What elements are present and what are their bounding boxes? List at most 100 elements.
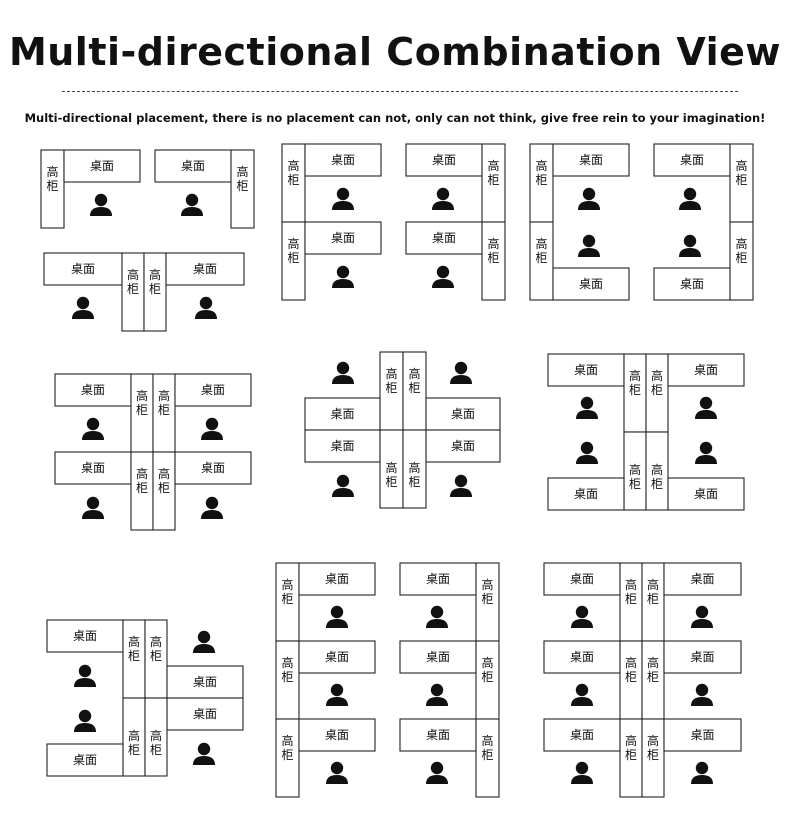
cabinet-label-char: 高 — [735, 236, 747, 251]
person-icon — [571, 605, 593, 628]
desk-surface — [54, 451, 132, 485]
cabinet-label-char: 柜 — [651, 477, 663, 491]
desk-label: 桌面 — [451, 439, 475, 453]
cabinet-label: 高柜 — [487, 158, 499, 187]
cabinet-label-char: 高 — [629, 368, 641, 383]
cabinet-label-char: 高 — [128, 728, 140, 743]
tall-cabinet — [729, 221, 754, 301]
desk-surface — [547, 477, 625, 511]
cabinet-label-char: 柜 — [150, 649, 162, 663]
layout-7: 桌面高柜高柜桌面桌面高柜高柜桌面 — [46, 619, 244, 777]
desk-surface — [663, 718, 742, 752]
cabinet-label-char: 柜 — [651, 383, 663, 397]
cabinet-label-char: 高 — [128, 634, 140, 649]
person-icon — [578, 234, 600, 257]
cabinet-label: 高柜 — [287, 158, 299, 187]
cabinet-label: 高柜 — [651, 368, 663, 397]
desk-surface — [154, 149, 232, 183]
person-icon — [332, 187, 354, 210]
desk-label: 桌面 — [680, 277, 704, 291]
cabinet-label-char: 柜 — [46, 179, 58, 193]
cabinet-label-char: 高 — [281, 577, 293, 592]
cabinet-label-char: 柜 — [647, 670, 659, 684]
cabinet-label: 高柜 — [281, 655, 293, 684]
cabinet-label: 高柜 — [487, 236, 499, 265]
tall-cabinet — [641, 718, 665, 798]
person-icon — [201, 417, 223, 440]
cabinet-label-char: 高 — [647, 733, 659, 748]
desk-surface — [165, 252, 245, 286]
cabinet-label: 高柜 — [158, 388, 170, 417]
desk-label: 桌面 — [426, 728, 450, 742]
cabinet-label-char: 高 — [385, 460, 397, 475]
person-icon — [426, 605, 448, 628]
page-subtitle: Multi-directional placement, there is no… — [24, 111, 766, 125]
person-icon — [326, 683, 348, 706]
person-icon — [201, 496, 223, 519]
person-icon — [695, 396, 717, 419]
cabinet-label-char: 柜 — [625, 748, 637, 762]
cabinet-label-char: 高 — [735, 158, 747, 173]
desk-surface — [425, 429, 501, 463]
cabinet-label-char: 柜 — [281, 670, 293, 684]
desk-label: 桌面 — [73, 629, 97, 643]
cabinet-label: 高柜 — [236, 164, 248, 193]
cabinet-label-char: 柜 — [408, 475, 420, 489]
person-icon — [432, 187, 454, 210]
cabinet-label-char: 高 — [647, 655, 659, 670]
cabinet-label-char: 柜 — [735, 251, 747, 265]
person-icon — [326, 761, 348, 784]
desk-surface — [54, 373, 132, 407]
cabinet-label: 高柜 — [136, 466, 148, 495]
person-icon — [691, 761, 713, 784]
cabinet-label-char: 高 — [481, 577, 493, 592]
tall-cabinet — [529, 221, 554, 301]
cabinet-label-char: 高 — [150, 728, 162, 743]
desk-surface — [63, 149, 141, 183]
desk-label: 桌面 — [432, 231, 456, 245]
cabinet-label: 高柜 — [481, 655, 493, 684]
cabinet-label-char: 柜 — [136, 481, 148, 495]
person-icon — [450, 361, 472, 384]
cabinet-label-char: 柜 — [629, 477, 641, 491]
person-icon — [695, 441, 717, 464]
desk-label: 桌面 — [90, 159, 114, 173]
cabinet-label-char: 高 — [647, 577, 659, 592]
cabinet-label: 高柜 — [128, 634, 140, 663]
tall-cabinet — [143, 252, 167, 332]
cabinet-label-char: 高 — [281, 655, 293, 670]
tall-cabinet — [281, 221, 306, 301]
cabinet-label-char: 柜 — [408, 381, 420, 395]
cabinet-label: 高柜 — [535, 158, 547, 187]
desk-surface — [399, 640, 477, 674]
dashed-divider — [62, 91, 738, 92]
cabinet-label-char: 高 — [287, 158, 299, 173]
tall-cabinet — [40, 149, 65, 229]
cabinet-label-char: 柜 — [481, 670, 493, 684]
cabinet-label-char: 柜 — [158, 403, 170, 417]
cabinet-label-char: 高 — [487, 236, 499, 251]
desk-label: 桌面 — [193, 262, 217, 276]
desk-label: 桌面 — [680, 153, 704, 167]
desk-label: 桌面 — [71, 262, 95, 276]
desk-surface — [298, 640, 376, 674]
cabinet-label-char: 柜 — [629, 383, 641, 397]
cabinet-label-char: 高 — [651, 368, 663, 383]
person-icon — [181, 193, 203, 216]
person-icon — [576, 441, 598, 464]
cabinet-label: 高柜 — [281, 577, 293, 606]
person-icon — [193, 630, 215, 653]
person-icon — [679, 187, 701, 210]
desk-surface — [399, 562, 477, 596]
layout-4: 桌面高柜高柜桌面桌面高柜高柜桌面 — [54, 373, 252, 531]
desk-label: 桌面 — [325, 728, 349, 742]
desk-surface — [298, 718, 376, 752]
cabinet-label-char: 高 — [287, 236, 299, 251]
cabinet-label-char: 柜 — [136, 403, 148, 417]
cabinet-label-char: 柜 — [481, 592, 493, 606]
cabinet-label-char: 柜 — [236, 179, 248, 193]
desk-surface — [552, 143, 630, 177]
desk-label: 桌面 — [579, 277, 603, 291]
cabinet-label-char: 柜 — [385, 475, 397, 489]
